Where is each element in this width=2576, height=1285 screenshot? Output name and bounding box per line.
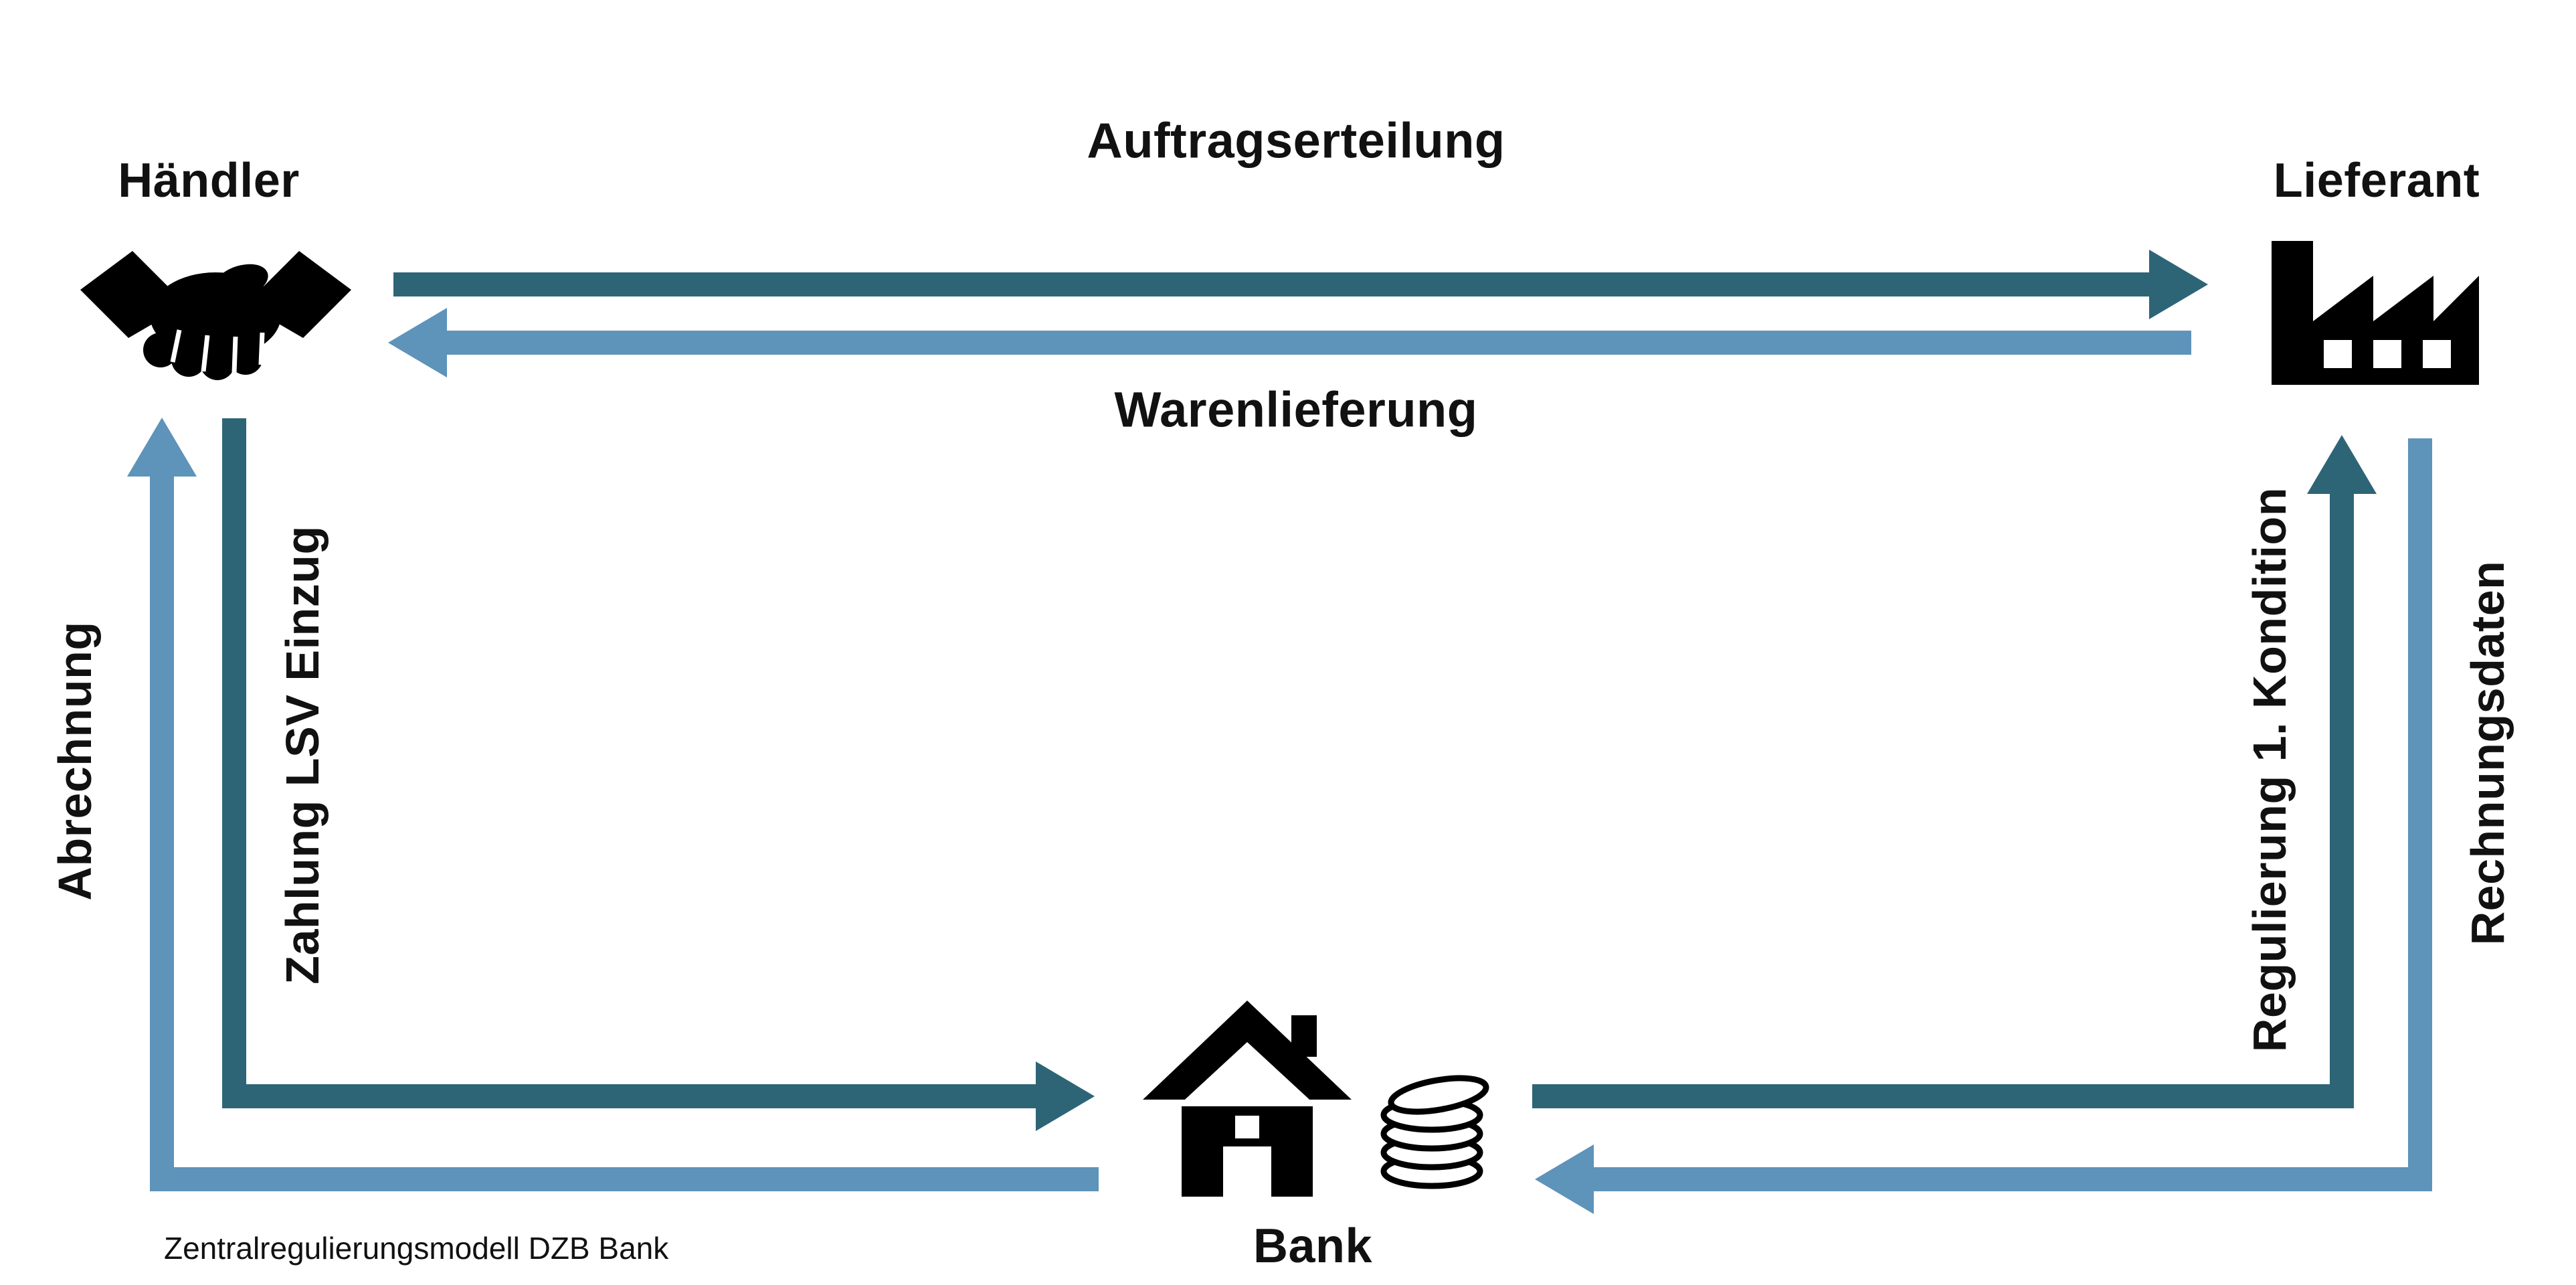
flow-label-regulierung-kondition: Regulierung 1. Kondition [2243, 487, 2296, 1053]
arrowhead-right-icon [1036, 1061, 1095, 1131]
arrow-rechnungsdaten [1535, 438, 2432, 1214]
factory-window [2373, 340, 2401, 368]
bank-building-icon [1143, 1001, 1352, 1197]
bank-window [1235, 1116, 1259, 1138]
chimney [1291, 1015, 1317, 1057]
arrowhead-up-icon [127, 418, 197, 477]
flow-label-zahlung-lsv-einzug: Zahlung LSV Einzug [276, 525, 329, 984]
coins-icon [1380, 1075, 1489, 1189]
factory-window [2324, 340, 2352, 368]
arrowhead-left-icon [388, 308, 447, 377]
node-label-bank: Bank [1253, 1219, 1373, 1273]
node-label-lieferant: Lieferant [2273, 154, 2480, 207]
arrow-zahlung-lsv-einzug [222, 418, 1095, 1131]
flow-label-auftragserteilung: Auftragserteilung [1087, 112, 1505, 169]
diagram-caption: Zentralregulierungsmodell DZB Bank [164, 1231, 669, 1266]
arrow-auftragserteilung [393, 250, 2208, 319]
arrowhead-right-icon [2149, 250, 2208, 319]
arrow-warenlieferung [388, 308, 2191, 377]
flow-label-rechnungsdaten: Rechnungsdaten [2462, 560, 2514, 946]
node-label-haendler: Händler [118, 154, 300, 207]
flow-label-abrechnung: Abrechnung [49, 621, 101, 901]
bank-door [1223, 1146, 1271, 1197]
arrowhead-left-icon [1535, 1144, 1594, 1214]
arrow-abrechnung [127, 418, 1099, 1191]
factory-window [2423, 340, 2451, 368]
flow-label-warenlieferung: Warenlieferung [1114, 381, 1478, 438]
arrow-regulierung-kondition [1532, 435, 2377, 1108]
handshake-icon [80, 251, 351, 380]
arrowhead-up-icon [2307, 435, 2377, 494]
factory-icon [2272, 241, 2479, 385]
